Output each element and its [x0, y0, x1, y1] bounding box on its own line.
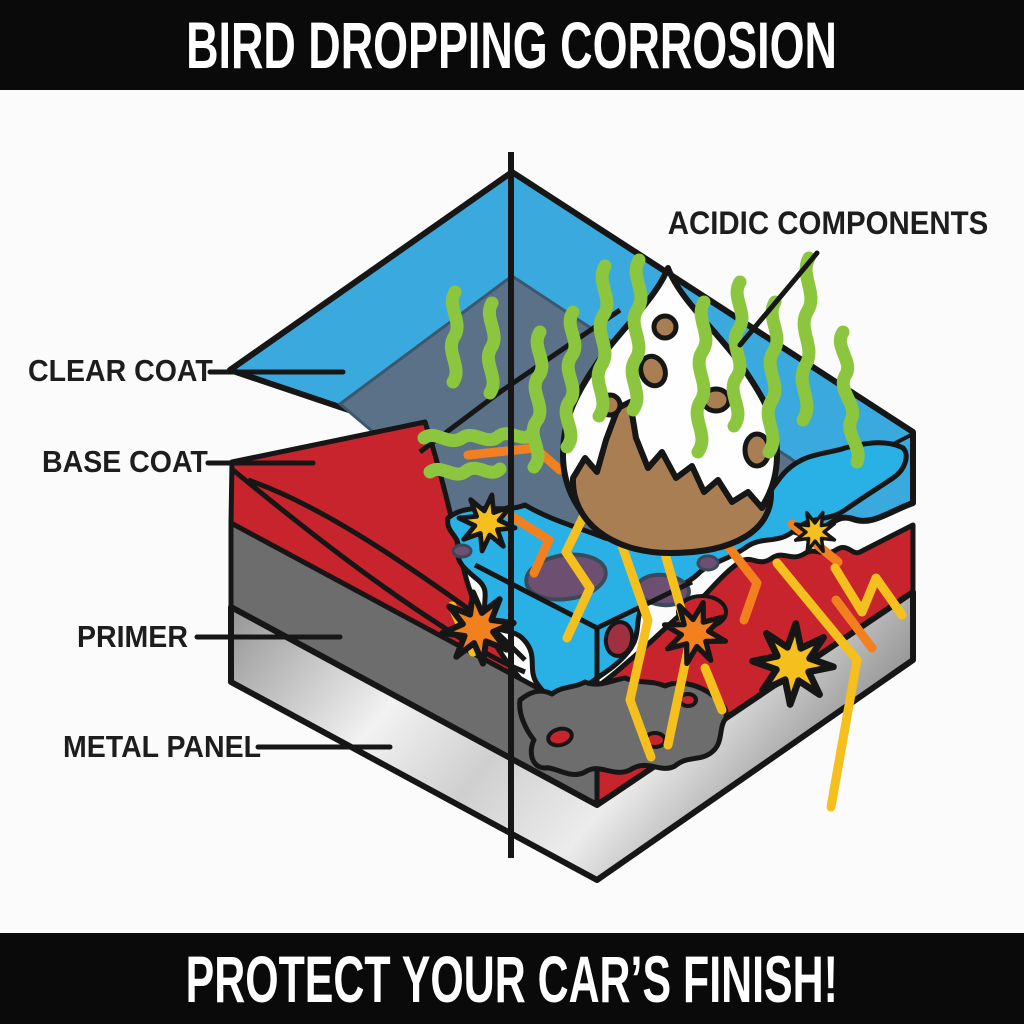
dropping-core [569, 399, 775, 556]
leader-lines [194, 250, 820, 750]
bird-dropping [560, 265, 780, 556]
label-acidic-components: ACIDIC COMPONENTS [667, 205, 989, 241]
dropping-speck [651, 313, 679, 341]
label-metal-panel: METAL PANEL [63, 729, 262, 764]
bottom-banner: PROTECT YOUR CAR’S FINISH! [0, 933, 1024, 1024]
label-primer: PRIMER [77, 619, 188, 654]
metal-panel-edge [228, 589, 916, 883]
poster-title: BIRD DROPPING CORROSION [186, 8, 838, 82]
exposed-primer-patch [517, 675, 729, 777]
exposed-primer-blob [517, 675, 729, 777]
base-coat-fold-line [231, 468, 526, 675]
rust-spot [546, 726, 574, 748]
label-clear-coat: CLEAR COAT [28, 353, 213, 388]
top-banner: BIRD DROPPING CORROSION [0, 0, 1024, 90]
acid-fume-squiggles [417, 251, 865, 481]
corrosion-splotch [451, 543, 473, 559]
dropping-speck [638, 353, 668, 389]
poster-footer-message: PROTECT YOUR CAR’S FINISH! [185, 941, 839, 1016]
corrosion-spot [603, 620, 635, 658]
base-coat-fold-line [247, 477, 527, 662]
label-base-coat: BASE COAT [42, 444, 208, 479]
corrosion-splotch [696, 554, 720, 572]
acidic-components-leader [737, 250, 820, 348]
